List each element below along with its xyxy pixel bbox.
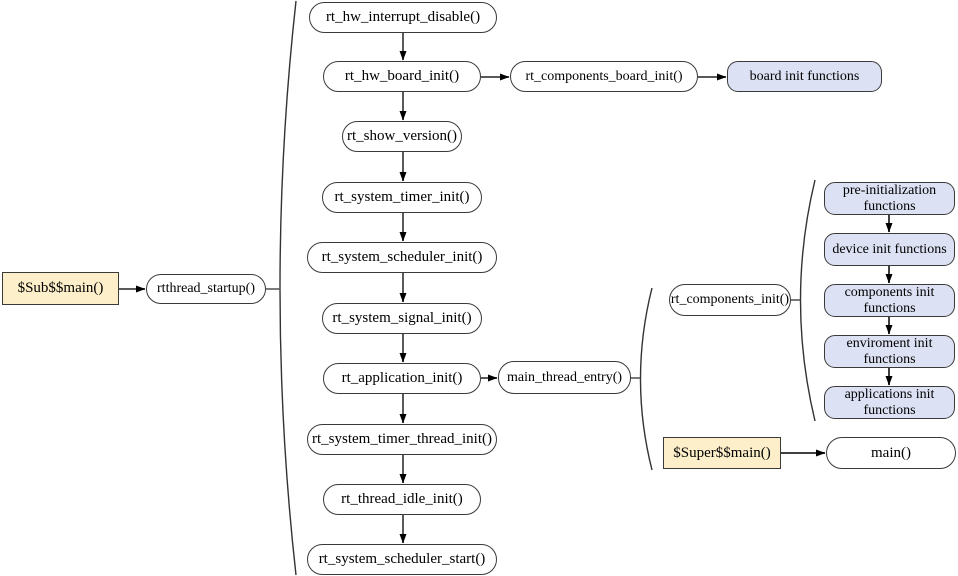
node-main-thread-entry: main_thread_entry() <box>498 361 631 394</box>
node-application-init: rt_application_init() <box>323 363 481 394</box>
node-system-scheduler-init: rt_system_scheduler_init() <box>307 242 497 273</box>
node-components-board-init: rt_components_board_init() <box>510 61 698 92</box>
components-init-brace <box>799 179 816 422</box>
node-hw-interrupt-disable: rt_hw_interrupt_disable() <box>309 2 497 33</box>
node-board-init-functions: board init functions <box>727 61 882 92</box>
node-thread-idle-init: rt_thread_idle_init() <box>323 484 481 515</box>
node-system-timer-init: rt_system_timer_init() <box>322 182 482 213</box>
node-environment-init-functions: enviroment init functions <box>824 335 955 368</box>
node-device-init-functions: device init functions <box>824 233 955 266</box>
node-hw-board-init: rt_hw_board_init() <box>323 61 481 92</box>
node-system-timer-thread-init: rt_system_timer_thread_init() <box>307 424 497 455</box>
main-thread-brace <box>639 287 653 471</box>
node-main: main() <box>826 437 956 469</box>
node-show-version: rt_show_version() <box>342 121 462 152</box>
node-applications-init-functions: applications init functions <box>824 386 955 419</box>
node-system-signal-init: rt_system_signal_init() <box>322 303 482 334</box>
node-system-scheduler-start: rt_system_scheduler_start() <box>307 544 497 575</box>
node-components-init-functions: components init functions <box>824 284 955 317</box>
node-sub-main: $Sub$$main() <box>2 272 119 305</box>
node-pre-init-functions: pre-initialization functions <box>824 182 955 215</box>
startup-brace <box>279 0 297 576</box>
node-rtthread-startup: rtthread_startup() <box>146 274 266 304</box>
node-super-main: $Super$$main() <box>663 437 781 469</box>
node-components-init: rt_components_init() <box>669 284 791 316</box>
